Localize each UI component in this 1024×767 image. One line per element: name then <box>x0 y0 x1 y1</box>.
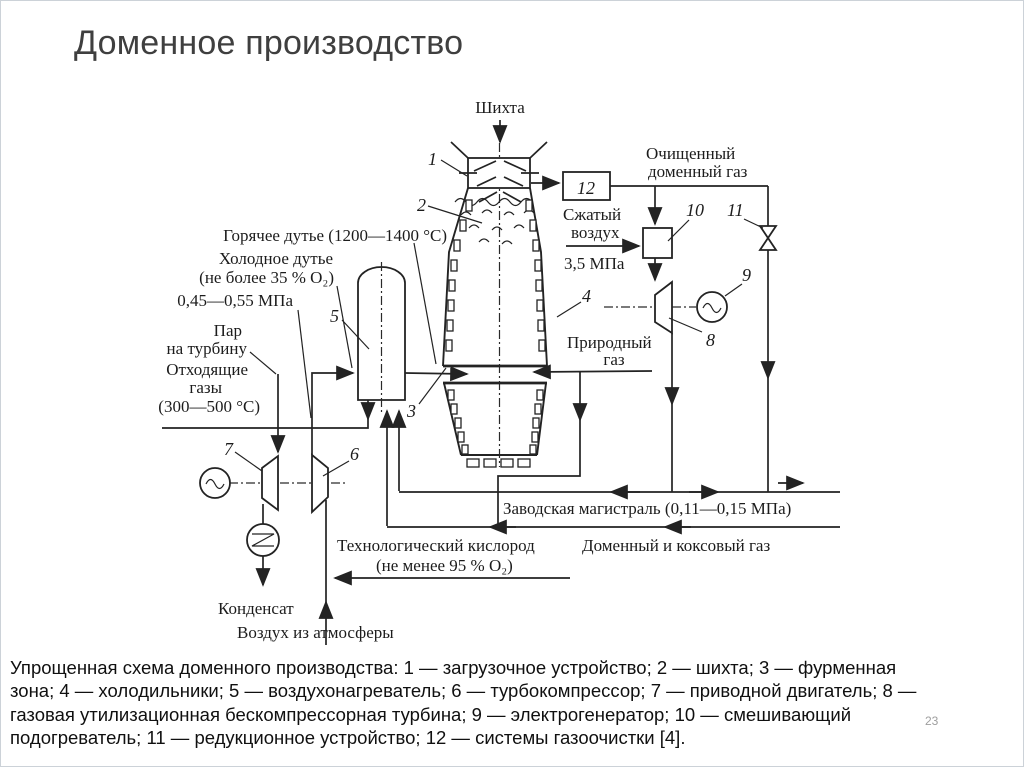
mixing-heater-box-10 <box>642 227 673 259</box>
num-2: 2 <box>417 195 426 215</box>
blast-furnace <box>442 141 548 468</box>
label-hot-blast: Горячее дутье (1200—1400 °C) <box>223 226 447 245</box>
label-compressed-air-1: Сжатый <box>563 205 621 224</box>
figure-caption: Упрощенная схема доменного производства:… <box>10 656 1020 749</box>
label-natural-gas-2: газ <box>603 350 625 369</box>
caption-line: Упрощенная схема доменного производства:… <box>10 657 897 678</box>
label-steam-2: на турбину <box>167 339 248 358</box>
label-exhaust-3: (300—500 °C) <box>158 397 260 416</box>
reduction-valve-11b <box>758 236 778 251</box>
drive-turbine-7 <box>261 454 279 512</box>
item-numbers: 1 2 3 4 5 6 7 8 9 10 11 12 <box>224 149 751 464</box>
num-3: 3 <box>406 401 416 421</box>
label-condensate: Конденсат <box>218 599 294 618</box>
num-1: 1 <box>428 149 437 169</box>
caption-line: зона; 4 — холодильники; 5 — воздухонагре… <box>10 680 917 702</box>
caption-line: газовая утилизационная бескомпрессорная … <box>10 703 852 725</box>
label-045-mpa: 0,45—0,55 МПа <box>177 291 293 310</box>
num-11: 11 <box>727 200 744 220</box>
num-6: 6 <box>350 444 359 464</box>
diagram-labels: Шихта Очищенный доменный газ Сжатый возд… <box>158 98 791 642</box>
label-oxygen-purity: (не менее 95 % О₂) <box>376 556 513 575</box>
air-heater <box>357 262 406 412</box>
label-compressed-air-2: воздух <box>571 223 620 242</box>
label-atmospheric-air: Воздух из атмосферы <box>237 623 394 642</box>
num-9: 9 <box>742 265 751 285</box>
leader-lines <box>234 159 764 477</box>
label-factory-main: Заводская магистраль (0,11—0,15 МПа) <box>503 499 791 518</box>
num-5: 5 <box>330 306 339 326</box>
label-process-oxygen: Технологический кислород <box>337 536 535 555</box>
label-exhaust-2: газы <box>189 378 222 397</box>
turbocompressor-group <box>199 453 348 557</box>
label-clean-gas-2: доменный газ <box>648 162 748 181</box>
label-35-mpa: 3,5 МПа <box>564 254 625 273</box>
num-12: 12 <box>577 178 595 198</box>
compressor-6 <box>311 453 329 515</box>
label-cold-blast-2: (не более 35 % О₂) <box>199 268 334 287</box>
label-cold-blast-1: Холодное дутье <box>219 249 333 268</box>
label-steam-1: Пар <box>214 321 242 340</box>
slide-title: Доменное производство <box>74 24 464 62</box>
label-charge: Шихта <box>475 98 525 117</box>
num-8: 8 <box>706 330 715 350</box>
label-natural-gas-1: Природный <box>567 333 652 352</box>
num-7: 7 <box>224 439 234 459</box>
label-exhaust-1: Отходящие <box>166 360 248 379</box>
num-4: 4 <box>582 286 591 306</box>
caption-line: подогреватель; 11 — редукционное устройс… <box>10 726 686 748</box>
label-clean-gas-1: Очищенный <box>646 144 735 163</box>
pipes <box>162 120 840 645</box>
page-number: 23 <box>925 714 939 728</box>
recovery-turbine-8 <box>654 280 673 335</box>
coolers <box>445 199 546 468</box>
num-10: 10 <box>686 200 704 220</box>
gas-train-group <box>562 171 778 335</box>
label-bf-coke-gas: Доменный и коксовый газ <box>582 536 770 555</box>
